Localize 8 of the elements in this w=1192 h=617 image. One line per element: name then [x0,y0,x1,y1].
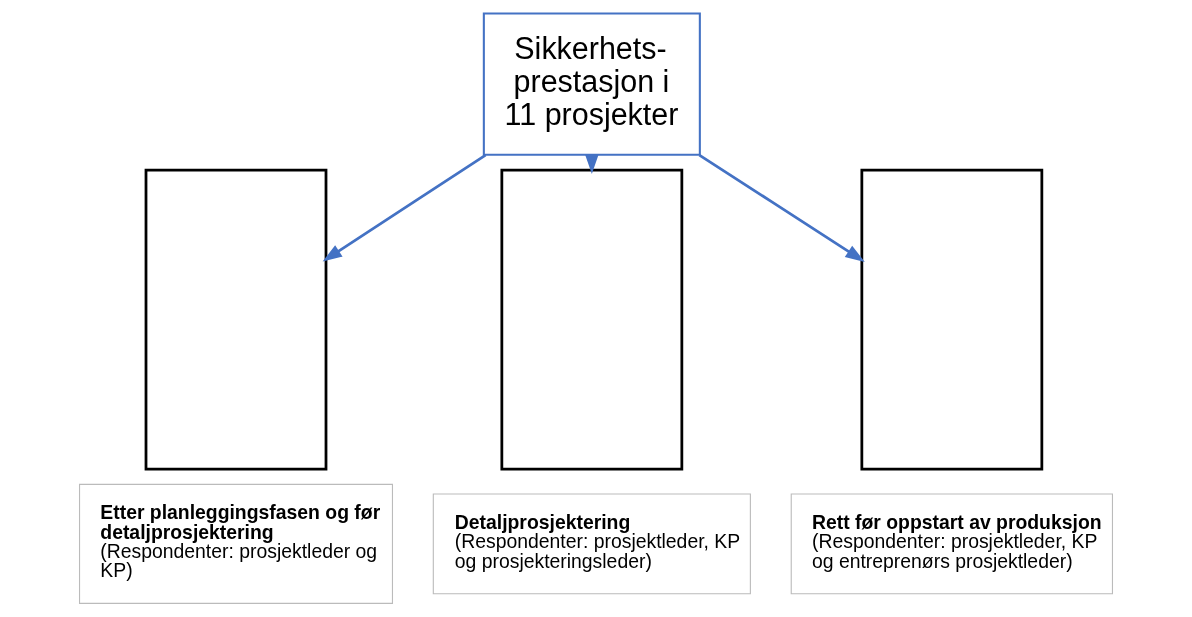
arrow [698,153,865,262]
node-box [144,168,328,471]
node-box [860,168,1044,471]
node-box: Rett før oppstart av produksjon (Respondenter: prosjektleder, KP og entreprenørs prosjektleder) [790,493,1113,595]
node-box: Etter planleggingsfasen og før detaljprosjektering (Respondenter: prosjektleder og KP) [79,483,393,604]
node-box: Detaljprosjektering (Respondenter: prosjektleder, KP og prosjekteringsleder) [432,493,751,595]
node-box [500,168,684,471]
arrow [322,153,487,262]
